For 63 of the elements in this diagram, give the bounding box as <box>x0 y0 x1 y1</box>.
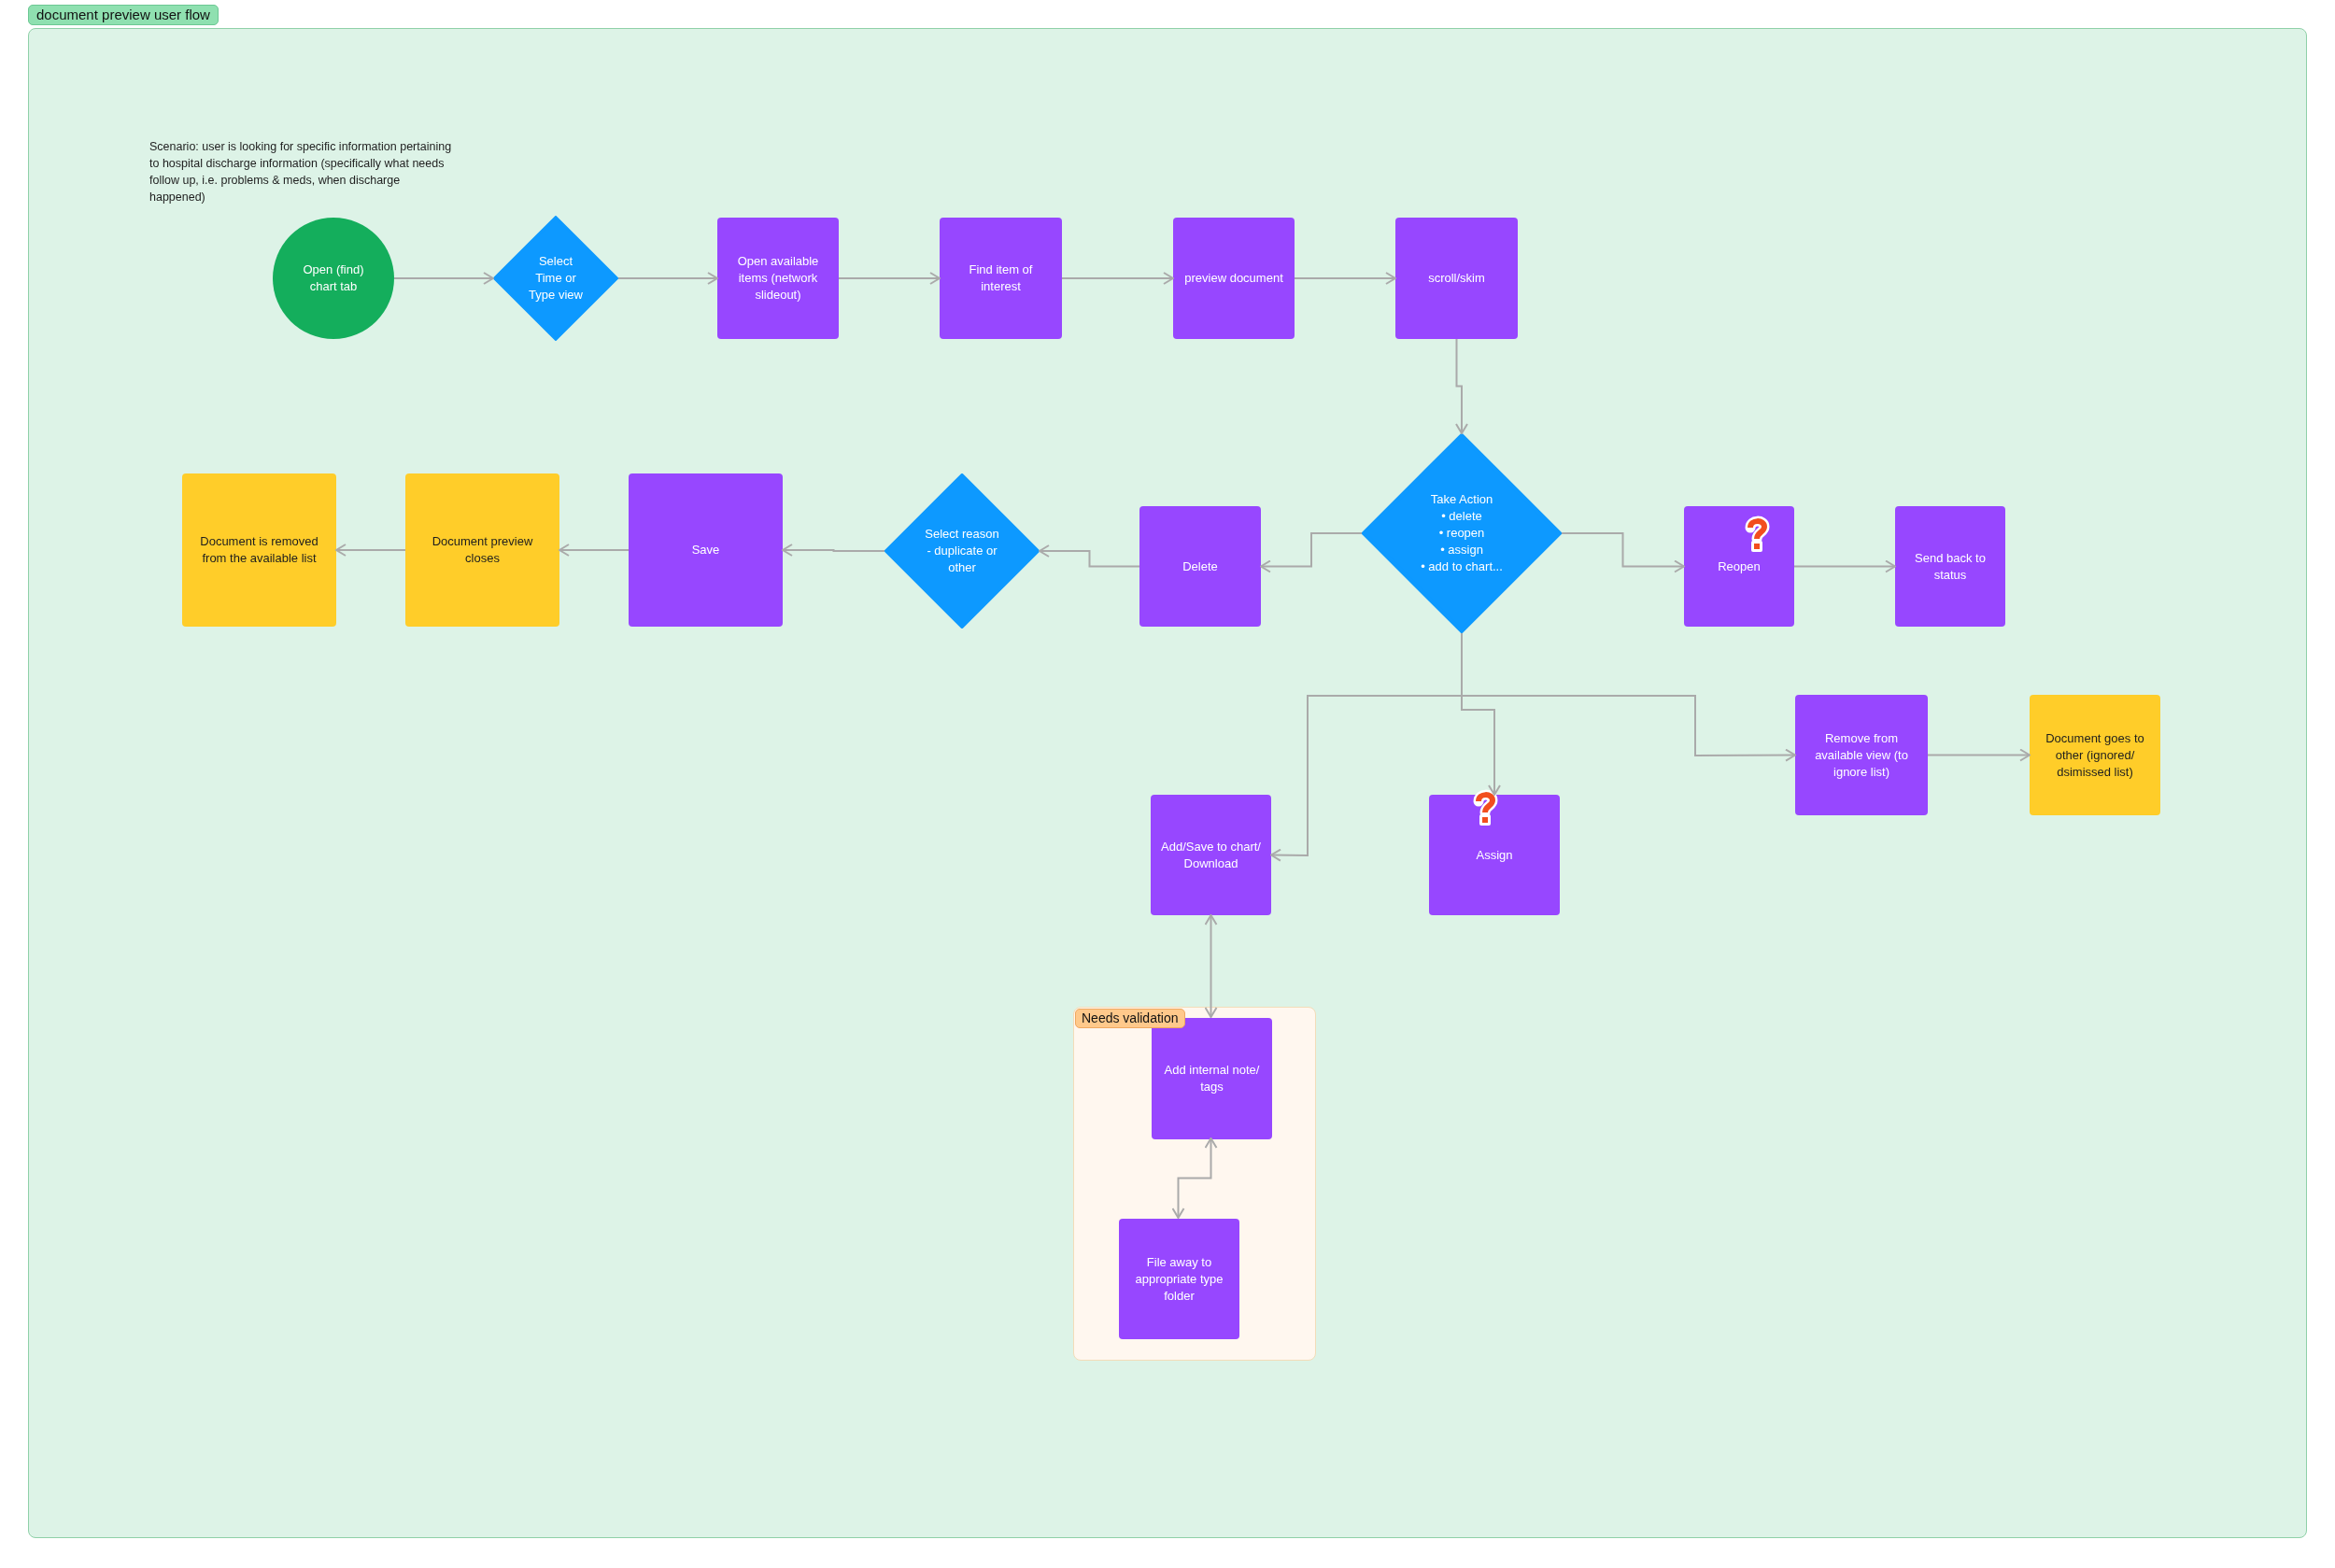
node-label: preview document <box>1184 270 1283 287</box>
node-label: Remove from available view (to ignore list) <box>1814 729 1909 781</box>
sticky-note <box>182 473 336 627</box>
node-label: Find item of interest <box>968 261 1034 295</box>
arrow <box>1039 544 1140 568</box>
process-box <box>1139 506 1261 627</box>
scenario-note: Scenario: user is looking for specific information pertaining to hospital discharge information (specifically what needs follow up, i.e. problems & meds, when discharge happened) <box>149 139 453 205</box>
node-label: Open available items (network slideout) <box>736 253 820 304</box>
flow-section <box>28 5 2307 1538</box>
process-box <box>1173 218 1295 339</box>
node-label: Delete <box>1182 558 1218 575</box>
decision-diamond <box>493 216 618 341</box>
node-label: Add/Save to chart/ Download <box>1160 838 1262 872</box>
arrow <box>393 272 494 285</box>
list-item: • assign <box>1439 542 1484 558</box>
node-label: Send back to status <box>1914 549 1987 584</box>
node-label: scroll/skim <box>1428 270 1485 287</box>
arrow <box>1461 632 1796 762</box>
arrow <box>1294 272 1396 285</box>
node-label: Open (find) chart tab <box>302 261 365 295</box>
arrow <box>1204 914 1218 1018</box>
list-item: • reopen <box>1437 525 1486 542</box>
arrow <box>335 544 406 557</box>
sticky-note <box>2030 695 2160 815</box>
node-label: Add internal note/ tags <box>1163 1062 1261 1095</box>
list-item: • delete <box>1440 508 1483 525</box>
node-label: Document is removed from the available list <box>199 533 319 567</box>
node-label: Reopen <box>1718 558 1761 575</box>
node-label: Document goes to other (ignored/ dsimissed list) <box>2045 729 2145 781</box>
process-box <box>1151 795 1271 915</box>
process-box <box>1795 695 1928 815</box>
process-box <box>1395 218 1518 339</box>
arrow <box>617 272 718 285</box>
process-box <box>629 473 783 627</box>
decision-diamond <box>884 473 1040 629</box>
arrow <box>1927 748 2031 762</box>
arrow <box>838 272 941 285</box>
node-label: Take Action <box>1429 491 1494 508</box>
validation-group <box>1073 1007 1316 1361</box>
arrow <box>559 544 630 557</box>
process-box <box>1119 1219 1239 1339</box>
arrow <box>1455 338 1468 434</box>
section-title: document preview user flow <box>28 5 219 25</box>
arrow <box>1171 1137 1218 1219</box>
decision-diamond <box>1362 433 1562 633</box>
node-label: Assign <box>1476 846 1513 864</box>
process-box <box>1895 506 2005 627</box>
process-box <box>1684 506 1794 627</box>
node-label: Save <box>691 542 720 558</box>
process-box <box>940 218 1062 339</box>
arrow <box>782 544 885 557</box>
sticky-note <box>405 473 559 627</box>
node-label: Select reason - duplicate or other <box>924 526 1000 576</box>
node-label: File away to appropriate type folder <box>1134 1253 1224 1305</box>
list-item: • add to chart... <box>1420 558 1504 575</box>
arrow <box>1260 532 1363 573</box>
arrow <box>1561 532 1685 573</box>
arrow <box>1793 559 1896 573</box>
node-label: Select Time or Type view <box>528 253 584 304</box>
group-label: Needs validation <box>1075 1009 1185 1028</box>
arrow <box>1061 272 1174 285</box>
process-box <box>717 218 839 339</box>
node-label: Document preview closes <box>431 533 534 567</box>
